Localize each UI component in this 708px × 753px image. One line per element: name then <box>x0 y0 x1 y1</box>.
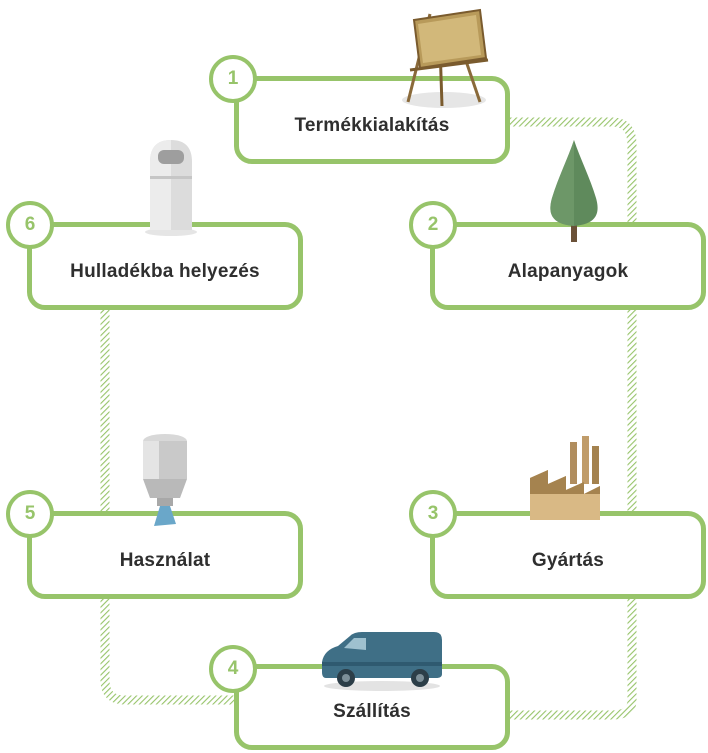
spray-bottle-icon <box>143 434 187 526</box>
step-number-5: 5 <box>6 490 54 538</box>
easel-icon <box>402 8 489 108</box>
step-label-use: Használat <box>119 550 211 571</box>
step-label-transport: Szállítás <box>333 701 411 722</box>
step-number-2: 2 <box>409 201 457 249</box>
factory-icon <box>530 436 600 520</box>
connector-left <box>100 300 238 705</box>
step-box-manufacturing: Gyártás <box>430 511 706 599</box>
step-label-manufacturing: Gyártás <box>531 550 605 571</box>
step-number-6: 6 <box>6 201 54 249</box>
step-box-design: Termékkialakítás <box>234 76 510 164</box>
step-number-1: 1 <box>209 55 257 103</box>
step-label-design: Termékkialakítás <box>294 115 450 136</box>
step-label-disposal: Hulladékba helyezés <box>70 261 260 282</box>
step-box-transport: Szállítás <box>234 664 510 750</box>
van-icon <box>322 632 442 691</box>
tree-icon <box>550 140 598 242</box>
step-box-disposal: Hulladékba helyezés <box>27 222 303 310</box>
step-number-3: 3 <box>409 490 457 538</box>
connector-right <box>505 117 637 720</box>
trash-bin-icon <box>145 140 197 236</box>
step-label-raw-materials: Alapanyagok <box>507 261 629 282</box>
step-number-4: 4 <box>209 645 257 693</box>
